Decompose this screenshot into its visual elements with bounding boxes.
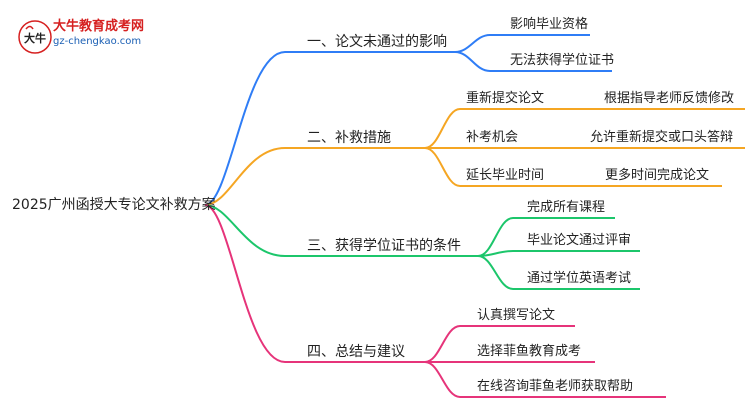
branch-2-leaf-2-detail: 允许重新提交或口头答辩 (590, 130, 734, 145)
branch-3-leaf-3: 通过学位英语考试 (527, 271, 632, 286)
branch-2-to-leaf-3-line (424, 147, 585, 187)
branch-4-leaf-3: 在线咨询菲鱼老师获取帮助 (477, 379, 634, 394)
root-to-branch-3-line (204, 204, 478, 257)
logo-title: 大牛教育成考网 (53, 19, 145, 34)
branch-2-to-leaf-1-line (424, 108, 585, 149)
branch-2-leaf-1-detail: 根据指导老师反馈修改 (604, 91, 735, 106)
branch-4-leaf-1: 认真撰写论文 (477, 308, 556, 323)
logo-mark-text: 大牛 (24, 31, 46, 45)
root-to-branch-1-line (204, 51, 455, 206)
branch-3-to-leaf-2-line (477, 250, 640, 257)
branch-4-to-leaf-1-line (424, 325, 575, 363)
branch-4-to-leaf-3-line (424, 361, 666, 398)
branch-2-label: 二、补救措施 (307, 130, 391, 146)
root-to-branch-2-line (204, 147, 425, 206)
root-node: 2025广州函授大专论文补救方案 (12, 197, 216, 213)
root-to-branch-4-line (204, 204, 425, 363)
branch-4-label: 四、总结与建议 (307, 344, 405, 360)
branch-2-leaf-3-detail: 更多时间完成论文 (605, 168, 710, 183)
branch-1-to-leaf-2-line (454, 51, 612, 72)
branch-4-leaf-2: 选择菲鱼教育成考 (477, 344, 582, 359)
branch-2-leaf-3: 延长毕业时间 (466, 168, 545, 183)
branch-2-leaf-1: 重新提交论文 (466, 91, 545, 106)
branch-3-leaf-1: 完成所有课程 (527, 200, 606, 215)
site-logo[interactable]: 大牛 大牛教育成考网 gz-chengkao.com (8, 12, 168, 56)
branch-1-leaf-2: 无法获得学位证书 (510, 53, 615, 68)
logo-url: gz-chengkao.com (53, 36, 142, 47)
branch-3-leaf-2: 毕业论文通过评审 (527, 233, 632, 248)
branch-1-to-leaf-1-line (454, 34, 590, 53)
branch-1-leaf-1: 影响毕业资格 (510, 17, 589, 32)
branch-2-leaf-2: 补考机会 (466, 130, 519, 145)
branch-3-to-leaf-1-line (477, 217, 615, 257)
bull-logo-icon: 大牛 (18, 20, 52, 54)
branch-3-label: 三、获得学位证书的条件 (307, 238, 461, 254)
branch-1-label: 一、论文未通过的影响 (307, 34, 447, 50)
branch-3-to-leaf-3-line (477, 255, 640, 290)
